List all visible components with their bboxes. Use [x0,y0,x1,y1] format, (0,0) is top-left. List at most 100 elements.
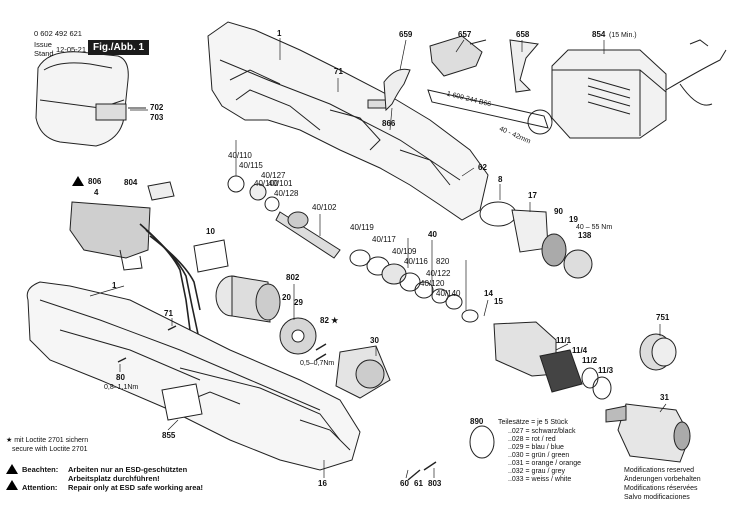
callout-8: 8 [498,175,503,184]
callout-803: 803 [428,479,442,488]
color-row: ..027 = schwarz/black [508,428,576,435]
esd-text-de-2: Arbeitsplatz durchführen! [68,474,160,483]
electronics-module-drawing [69,181,201,335]
callout-659: 659 [399,30,413,39]
nut-drawing [541,233,567,267]
esd-text-de-1: Arbeiten nur an ESD-geschützten [68,465,188,474]
callout-80: 80 [116,373,125,382]
planetary-gear-drawing [335,345,391,399]
callout-866: 866 [382,119,396,128]
color-row: ..029 = blau / blue [508,444,564,451]
snap-ring-drawing [479,201,517,227]
callout-1-bottom: 1 [112,281,117,290]
loctite-note-en: secure with Loctite 2701 [12,446,88,453]
callout-14: 14 [484,289,493,298]
torque-40-55: 40 – 55 Nm [576,224,613,231]
callout-11-2: 11/2 [582,356,598,365]
callout-60: 60 [400,479,409,488]
callout-11-4: 11/4 [572,346,588,355]
callout-40-119: 40/119 [350,223,374,232]
callout-40: 40 [428,230,437,239]
leader-lines [89,38,667,479]
motor-drawing [215,275,281,323]
modifications-fr: Modifications réservées [624,485,698,492]
callout-1-top: 1 [277,29,282,38]
esd-text-en: Repair only at ESD safe working area! [68,483,204,492]
callout-71-top: 71 [334,67,343,76]
color-row: ..032 = grau / grey [508,468,566,475]
callout-40-120: 40/120 [420,279,445,288]
callout-40-122: 40/122 [426,269,451,278]
callout-40-128: 40/128 [274,189,299,198]
spindle-parts-drawing [227,175,479,323]
torque-05-07: 0,5–0,7Nm [300,360,335,367]
clutch-assembly-drawing [493,321,612,400]
loctite-note: ★ mit Loctite 2701 sichern [6,437,89,444]
charger-drawing [551,39,727,139]
callout-11-1: 11/1 [556,336,572,345]
callout-751: 751 [656,313,670,322]
callout-703: 703 [150,113,164,122]
callout-40-117: 40/117 [372,235,396,244]
callout-30: 30 [370,336,379,345]
modifications-es: Salvo modificaciones [624,494,690,501]
callout-17: 17 [528,191,537,200]
callout-61: 61 [414,479,423,488]
callout-20: 20 [282,293,291,302]
modifications-en: Modifications reserved [624,467,695,474]
callout-29: 29 [294,298,303,307]
screws-drawing [117,325,437,481]
charger-time: (15 Min.) [609,32,637,39]
callout-16: 16 [318,479,327,488]
callout-40-127: 40/127 [261,171,286,180]
callout-19: 19 [569,215,578,224]
color-row: ..033 = weiss / white [508,476,572,483]
callout-820: 820 [436,257,450,266]
callout-40-110: 40/110 [228,151,252,160]
figure-label: Fig./Abb. 1 [88,40,150,55]
callout-10: 10 [206,227,215,236]
callout-82: 82 ★ [320,316,339,325]
o-ring-drawing [469,425,495,459]
callout-71-bottom: 71 [164,309,173,318]
belt-clip-drawing [383,68,411,112]
callout-854: 854 [592,30,606,39]
cover-plate-drawing [193,239,229,273]
callout-657: 657 [458,30,472,39]
callout-90: 90 [554,207,563,216]
color-row: ..028 = rot / red [508,436,556,443]
callout-806: 806 [88,177,102,186]
callout-40-116: 40/116 [404,257,428,266]
callout-702: 702 [150,103,164,112]
callout-658: 658 [516,30,530,39]
callout-40-115: 40/115 [239,161,263,170]
parts-set-title: Teilesätze = je 5 Stück [498,419,568,426]
wrench-drawing [427,39,553,135]
callout-4: 4 [94,188,99,197]
callout-890: 890 [470,417,484,426]
housing-half-bottom-drawing [26,281,361,471]
stand-label: Stand [34,49,54,58]
callout-855: 855 [162,431,176,440]
battery-pack-drawing [35,51,146,147]
chuck-drawing [605,403,691,463]
issue-label: Issue [34,40,52,49]
color-row: ..031 = orange / orange [508,460,581,467]
torque-08-11: 0,8–1,1Nm [104,384,139,391]
color-row: ..030 = grün / green [508,452,570,459]
callout-40-109: 40/109 [392,247,417,256]
callout-40-100: 40/100 [254,179,279,188]
callout-11-3: 11/3 [598,366,614,375]
esd-label-de: Beachten: [22,465,59,474]
hex-key-drawing [429,35,487,77]
callout-804: 804 [124,178,138,187]
gear-plate-drawing [279,317,317,355]
callout-138: 138 [578,231,592,240]
part-751-drawing [639,333,677,371]
callout-15: 15 [494,297,503,306]
housing-half-top-drawing [207,21,489,221]
collar-drawing [563,249,593,279]
issue-date: 12-05-21 [56,45,87,54]
